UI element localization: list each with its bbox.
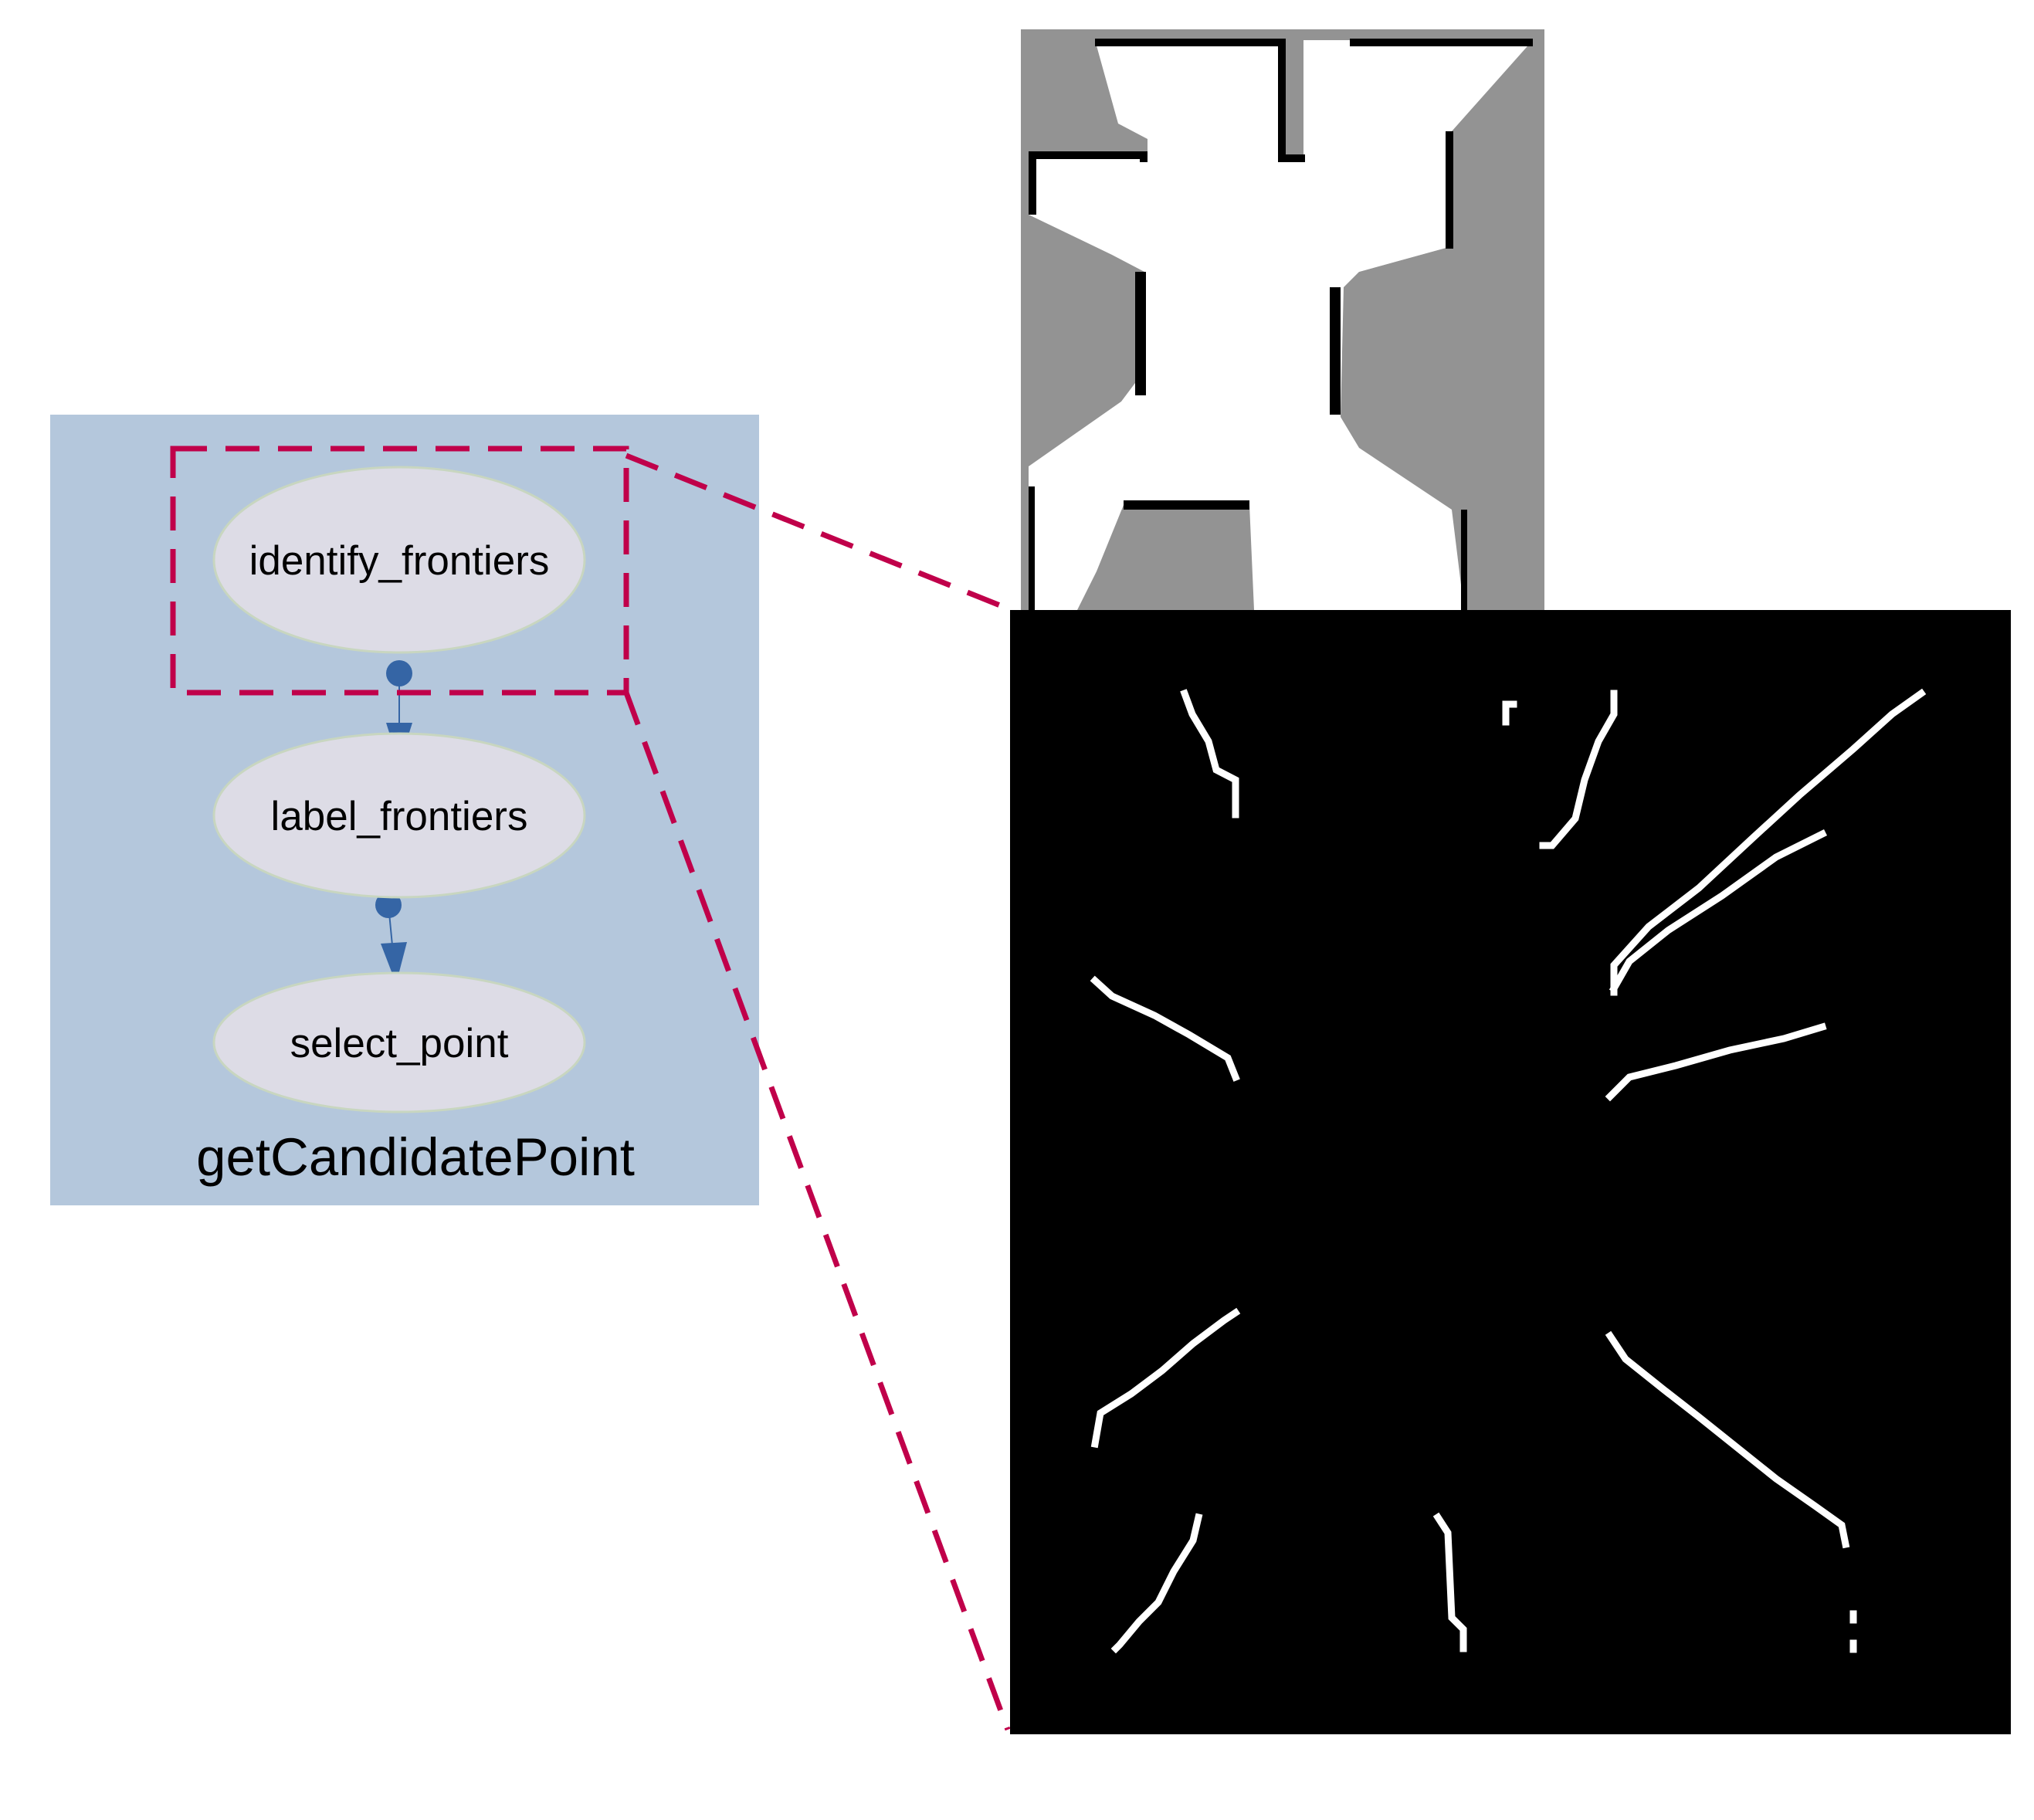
node-select-point: select_point [212,971,586,1113]
frontier-segment [1605,1330,1850,1549]
frontier-segment [1502,700,1517,726]
frontier-segment [1609,829,1828,994]
highlight-callout [170,446,1013,1731]
frontier-segment [1432,1512,1467,1652]
map-walls [1029,39,1533,610]
frontier-background [1010,610,2011,1734]
frontier-segment [1090,1307,1241,1449]
frontier-lines [1090,688,1927,1654]
frontier-segment [1180,689,1239,818]
node-label: label_frontiers [271,794,528,839]
node-label: identify_frontiers [249,538,550,584]
frontier-segment [1610,688,1927,996]
frontier-segment [1539,690,1618,849]
occupancy-map [1021,29,1544,610]
edge-label-to-select [375,892,407,984]
frontier-image [1010,610,2011,1734]
edge-arrowhead [381,942,407,984]
frontier-segment [1605,1022,1827,1102]
highlight-box [170,446,629,696]
node-label-frontiers: label_frontiers [212,732,586,899]
frontier-segment [1090,975,1240,1082]
edge-tail-dot [375,892,402,918]
node-label: select_point [290,1021,509,1066]
edge-tail-dot [386,660,412,686]
node-identify-frontiers: identify_frontiers [212,466,586,654]
map-free-space-wedge [1348,131,1452,272]
callout-connector-top [625,452,1013,613]
cluster-label: getCandidatePoint [196,1127,635,1187]
graph-panel: identify_frontiers label_frontiers selec… [50,415,759,1205]
callout-connector-bottom [623,691,1011,1731]
frontier-segment [1110,1513,1203,1654]
